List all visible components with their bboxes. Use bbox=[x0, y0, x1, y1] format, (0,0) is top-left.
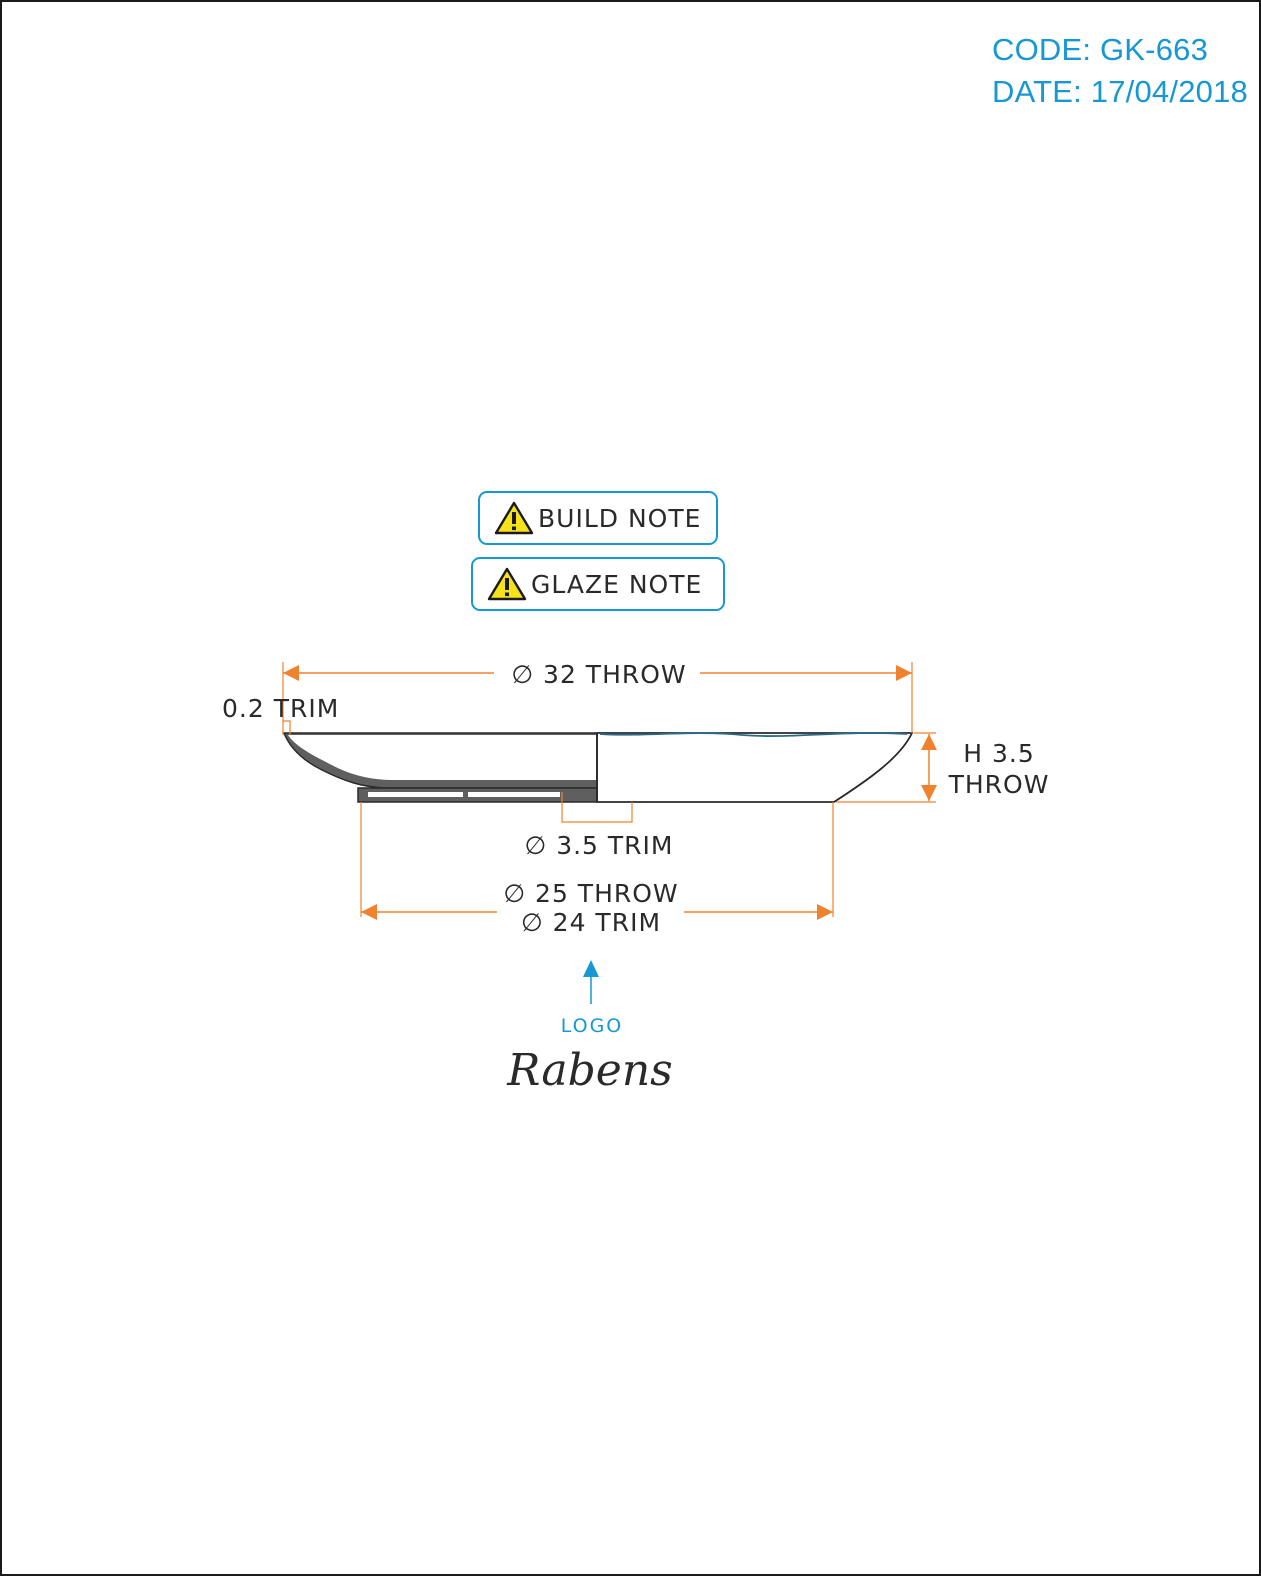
arrow-up-icon bbox=[583, 960, 599, 1004]
drawing-date: DATE: 17/04/2018 bbox=[992, 74, 1248, 109]
glaze-note-label: GLAZE NOTE bbox=[531, 569, 703, 599]
foot-throw-label: ∅ 25 THROW bbox=[503, 879, 678, 908]
foot-hole-label: ∅ 3.5 TRIM bbox=[524, 831, 673, 860]
rim-diameter-label: ∅ 32 THROW bbox=[511, 660, 686, 689]
glaze-note-badge[interactable]: GLAZE NOTE bbox=[471, 557, 725, 611]
height-label-line1: H 3.5 bbox=[963, 739, 1035, 768]
brand-logo: Rabens bbox=[506, 1045, 673, 1096]
dish-elevation-right bbox=[596, 732, 914, 803]
product-code: CODE: GK-663 bbox=[992, 32, 1209, 67]
height-label-line2: THROW bbox=[948, 770, 1050, 799]
build-note-label: BUILD NOTE bbox=[538, 503, 702, 533]
logo-caption: LOGO bbox=[561, 1015, 624, 1037]
warning-triangle-icon bbox=[494, 501, 534, 535]
build-note-badge[interactable]: BUILD NOTE bbox=[478, 491, 718, 545]
dish-section-left bbox=[282, 732, 598, 803]
warning-triangle-icon bbox=[487, 567, 527, 601]
rim-thickness-label: 0.2 TRIM bbox=[222, 694, 339, 723]
foot-trim-label: ∅ 24 TRIM bbox=[521, 908, 661, 937]
